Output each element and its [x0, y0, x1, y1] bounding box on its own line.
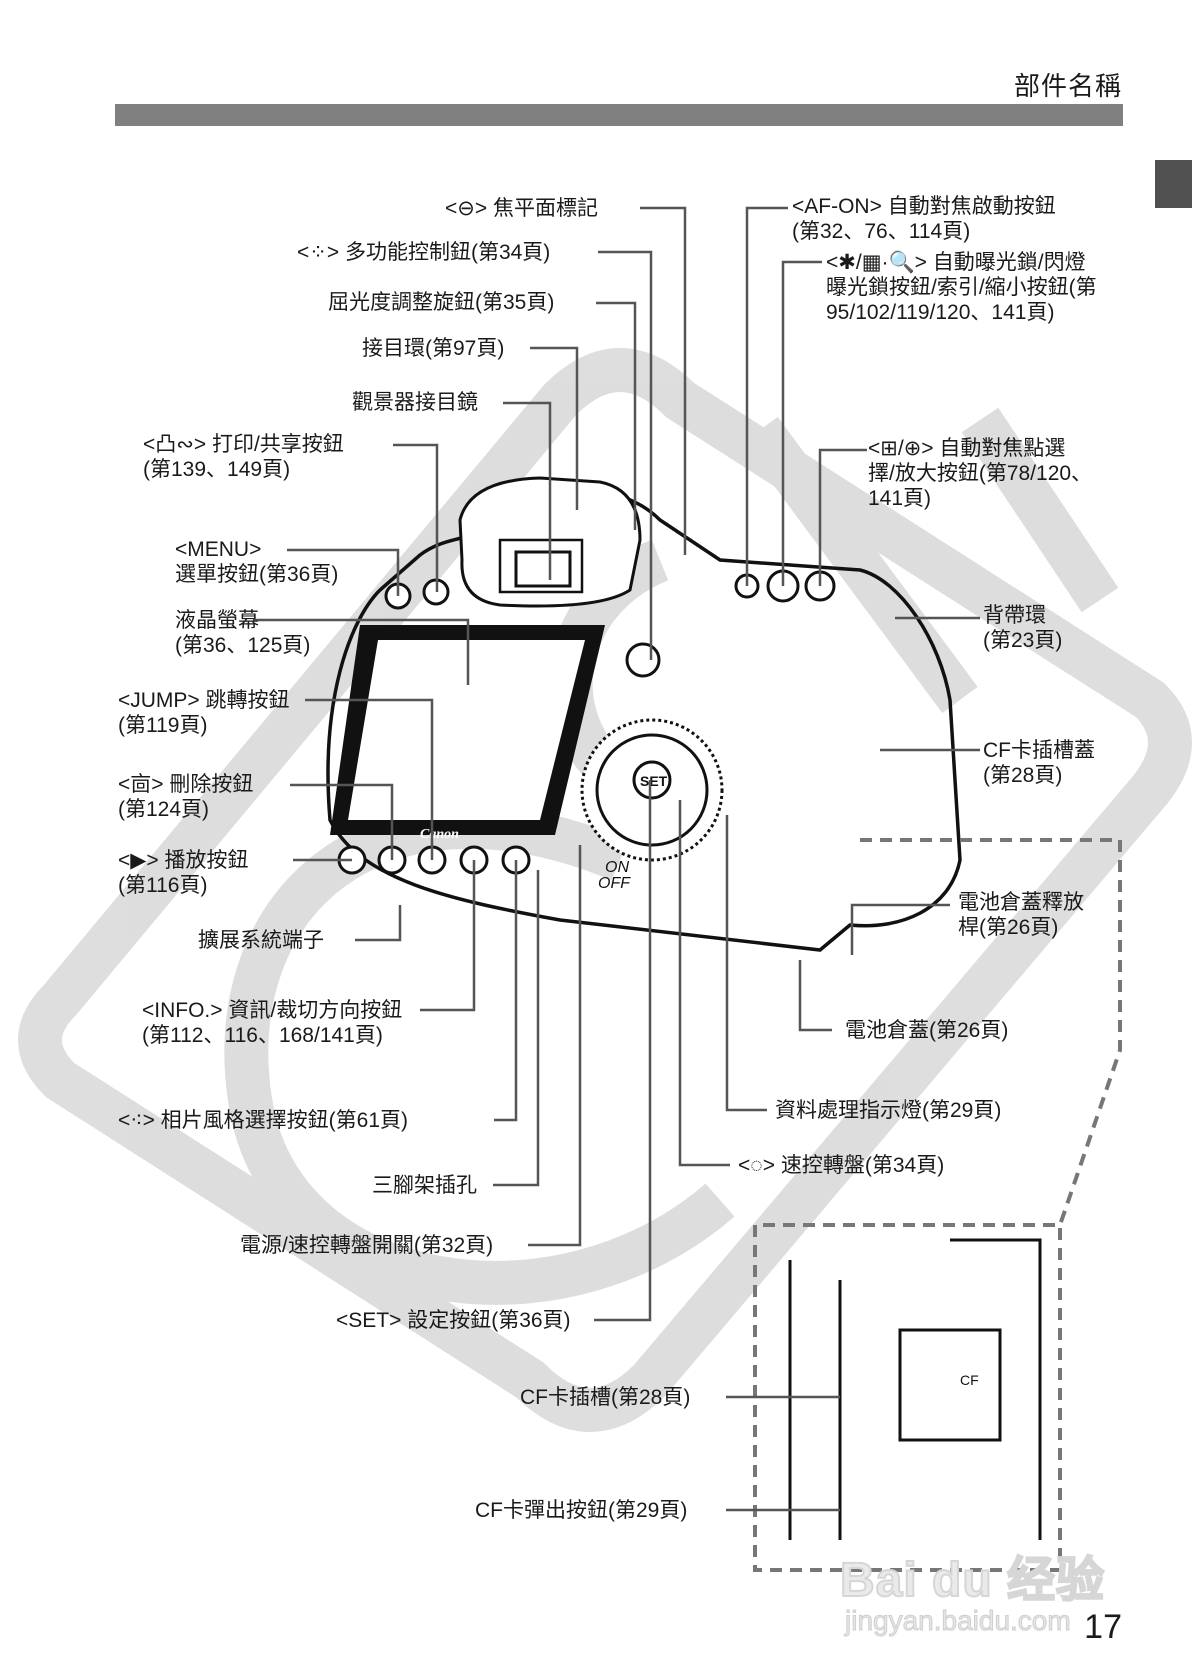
chapter-tab: [1155, 160, 1192, 208]
label-pages: 選單按鈕(第36頁): [175, 563, 339, 586]
label-text: <▶> 播放按鈕: [118, 849, 249, 872]
label-text: <⊖> 焦平面標記: [445, 197, 598, 220]
label-battery-cover-lever: 電池倉蓋釋放 桿(第26頁): [958, 890, 1084, 940]
page-number: 17: [1084, 1608, 1122, 1646]
label-menu-button: <MENU> 選單按鈕(第36頁): [175, 537, 338, 587]
label-text: 電池倉蓋釋放: [958, 891, 1084, 914]
on-text: ON: [605, 859, 629, 876]
label-text: <MENU>: [175, 538, 262, 561]
label-text: 觀景器接目鏡: [352, 391, 478, 414]
label-text: 電源/速控轉盤開關(第32頁): [240, 1234, 494, 1257]
label-pages: 桿(第26頁): [958, 916, 1059, 939]
label-text: 三腳架插孔: [372, 1174, 477, 1197]
label-text: CF卡彈出按鈕(第29頁): [475, 1499, 688, 1522]
label-pages: (第28頁): [983, 764, 1063, 787]
label-text: 電池倉蓋(第26頁): [845, 1019, 1009, 1042]
header-rule: [115, 104, 1123, 126]
label-cf-slot-cover: CF卡插槽蓋 (第28頁): [983, 738, 1095, 788]
label-set-button: <SET> 設定按鈕(第36頁): [336, 1308, 571, 1333]
label-text: <✱/▦·🔍> 自動曝光鎖/閃燈: [826, 251, 1086, 274]
quick-control-dial-shape: [580, 718, 724, 862]
label-lcd-monitor: 液晶螢幕 (第36、125頁): [175, 608, 310, 658]
label-pages: (第124頁): [118, 798, 210, 821]
baidu-watermark: Bai du 经验: [839, 1553, 1106, 1608]
cf-inset: [753, 838, 1122, 1572]
label-picture-style-button: <⁖> 相片風格選擇按鈕(第61頁): [118, 1108, 408, 1133]
label-pages: (第32、76、114頁): [792, 220, 971, 243]
label-cf-card-slot: CF卡插槽(第28頁): [520, 1385, 690, 1410]
label-playback-button: <▶> 播放按鈕 (第116頁): [118, 848, 249, 898]
label-viewfinder-eyepiece: 觀景器接目鏡: [352, 390, 478, 415]
label-quick-control-dial: <◌> 速控轉盤(第34頁): [738, 1153, 944, 1178]
label-cf-eject-button: CF卡彈出按鈕(第29頁): [475, 1498, 687, 1523]
brand-logo: Canon: [420, 827, 459, 842]
label-info-button: <INFO.> 資訊/裁切方向按鈕 (第112、116、168/141頁): [142, 998, 402, 1048]
label-jump-button: <JUMP> 跳轉按鈕 (第119頁): [118, 688, 290, 738]
label-text: <SET> 設定按鈕(第36頁): [336, 1309, 571, 1332]
label-pages: (第116頁): [118, 874, 208, 897]
label-strap-mount: 背帶環 (第23頁): [983, 603, 1062, 653]
label-erase-button: <㐭> 刪除按鈕 (第124頁): [118, 772, 253, 822]
off-text: OFF: [598, 875, 631, 892]
section-title: 部件名稱: [1013, 71, 1122, 101]
label-pages: (第23頁): [983, 629, 1063, 652]
label-access-lamp: 資料處理指示燈(第29頁): [775, 1098, 1001, 1123]
label-multi-controller: <⁘> 多功能控制鈕(第34頁): [297, 240, 550, 265]
label-power-switch: 電源/速控轉盤開關(第32頁): [240, 1233, 493, 1258]
label-text: 擴展系統端子: [198, 929, 324, 952]
set-text: SET: [640, 773, 668, 789]
label-ae-lock-button: <✱/▦·🔍> 自動曝光鎖/閃燈 曝光鎖按鈕/索引/縮小按鈕(第 95/102/…: [826, 250, 1097, 325]
label-text: CF卡插槽蓋: [983, 739, 1095, 762]
label-pages: (第36、125頁): [175, 634, 311, 657]
label-pages: (第119頁): [118, 714, 208, 737]
label-pages: 95/102/119/120、141頁): [826, 301, 1055, 324]
label-text: 背帶環: [983, 604, 1046, 627]
label-diopter-knob: 屈光度調整旋鈕(第35頁): [328, 290, 554, 315]
label-af-on-button: <AF-ON> 自動對焦啟動按鈕 (第32、76、114頁): [792, 194, 1056, 244]
label-text-2: 曝光鎖按鈕/索引/縮小按鈕(第: [826, 276, 1097, 299]
label-text: <㐭> 刪除按鈕: [118, 773, 254, 796]
lcd-monitor-shape: [330, 625, 605, 835]
label-text: 屈光度調整旋鈕(第35頁): [328, 291, 555, 314]
label-text: <◌> 速控轉盤(第34頁): [738, 1154, 945, 1177]
label-extension-terminal: 擴展系統端子: [198, 928, 324, 953]
leader-lines: [253, 206, 980, 1512]
label-text: <⊞/⊕> 自動對焦點選: [868, 437, 1066, 460]
label-text-2: 擇/放大按鈕(第78/120、: [868, 462, 1093, 485]
label-focal-plane-mark: <⊖> 焦平面標記: [445, 196, 598, 221]
label-text: 接目環(第97頁): [362, 337, 505, 360]
label-text: 資料處理指示燈(第29頁): [775, 1099, 1002, 1122]
label-text: 液晶螢幕: [175, 609, 259, 632]
label-print-share-button: <凸∾> 打印/共享按鈕 (第139、149頁): [143, 432, 344, 482]
label-af-point-button: <⊞/⊕> 自動對焦點選 擇/放大按鈕(第78/120、 141頁): [868, 436, 1092, 511]
label-text: <⁘> 多功能控制鈕(第34頁): [297, 241, 551, 264]
label-battery-cover: 電池倉蓋(第26頁): [845, 1018, 1008, 1043]
baidu-url-watermark: jingyan.baidu.com: [845, 1605, 1072, 1637]
label-text: <⁖> 相片風格選擇按鈕(第61頁): [118, 1109, 409, 1132]
label-text: CF卡插槽(第28頁): [520, 1386, 691, 1409]
label-text: <INFO.> 資訊/裁切方向按鈕: [142, 999, 403, 1022]
label-text: <凸∾> 打印/共享按鈕: [143, 433, 344, 456]
label-text: <JUMP> 跳轉按鈕: [118, 689, 290, 712]
label-eyecup: 接目環(第97頁): [362, 336, 504, 361]
label-text: <AF-ON> 自動對焦啟動按鈕: [792, 195, 1056, 218]
label-pages: 141頁): [868, 487, 932, 510]
cf-mark: CF: [960, 1372, 979, 1388]
label-pages: (第112、116、168/141頁): [142, 1024, 383, 1047]
camera-body: [326, 490, 962, 952]
label-pages: (第139、149頁): [143, 458, 291, 481]
label-tripod-socket: 三腳架插孔: [372, 1173, 477, 1198]
